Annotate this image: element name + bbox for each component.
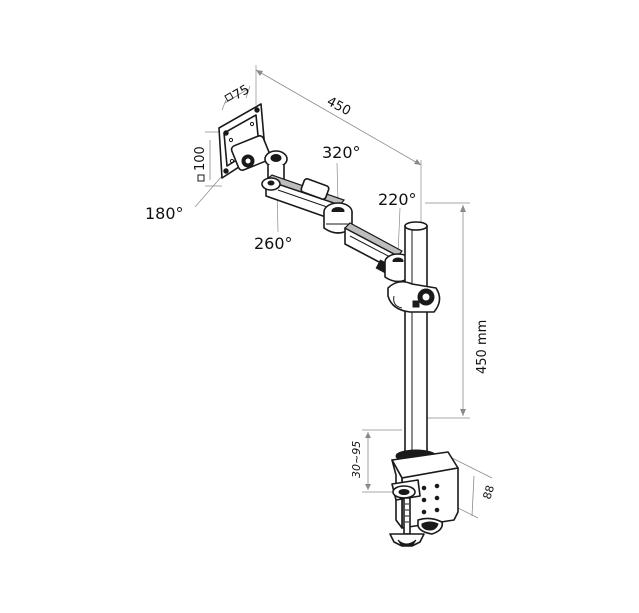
rotation-180-label: 180°	[145, 204, 184, 223]
square-icon	[197, 174, 205, 182]
clamp-range-label: 30~95	[350, 441, 363, 478]
rotation-220-label: 220°	[378, 190, 417, 209]
vesa-75-label: 75	[231, 82, 253, 103]
rotation-320-label: 320°	[322, 143, 361, 162]
desk-clamp	[389, 449, 459, 547]
labels: 450 75 100 180° 260° 320° 220° 450 mm 30…	[145, 82, 497, 501]
arm-segment-1	[261, 174, 345, 223]
pole-height-label: 450 mm	[475, 320, 490, 374]
clamp-depth-label: 88	[480, 484, 497, 501]
rotation-260-label: 260°	[254, 234, 293, 253]
width-dimension-label: 450	[324, 94, 353, 119]
vesa-100-label: 100	[193, 146, 208, 171]
pole	[404, 221, 428, 457]
square-icon	[224, 92, 234, 102]
pole-collar	[387, 280, 441, 313]
